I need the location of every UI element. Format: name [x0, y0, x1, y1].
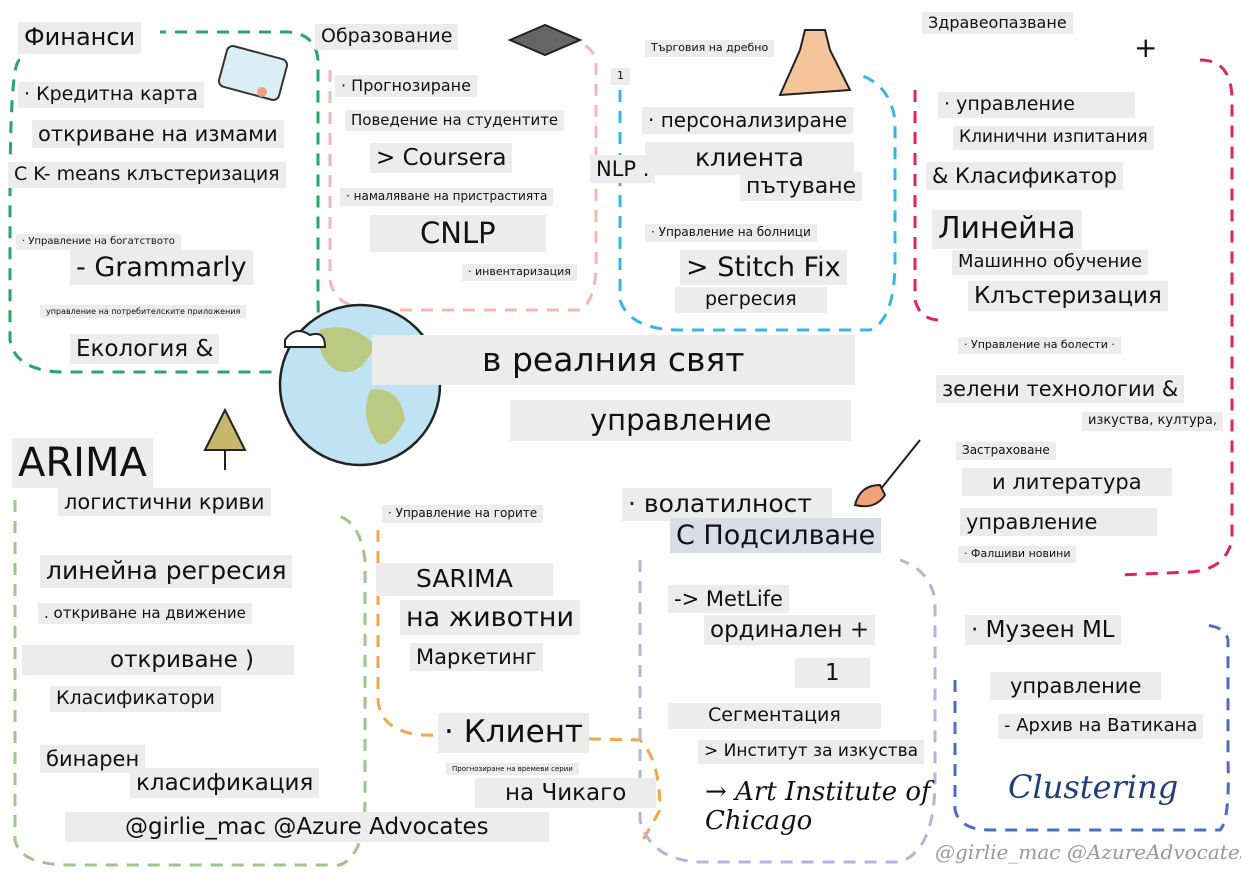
- label: · волатилност: [622, 488, 832, 521]
- main-subtitle: управление: [510, 400, 852, 442]
- label: линейна регресия: [40, 555, 293, 588]
- label: откриване ): [22, 645, 295, 676]
- label: изкуства, култура,: [1082, 412, 1223, 431]
- category-finance: Финанси: [18, 22, 142, 54]
- label: SARIMA: [376, 563, 553, 596]
- label: · персонализиране: [642, 107, 854, 134]
- label: на Чикаго: [475, 778, 657, 809]
- label: регресия: [675, 287, 827, 313]
- label: Машинно обучение: [952, 250, 1149, 275]
- art-institute-handwriting: → Art Institute of Chicago: [705, 777, 931, 836]
- label: Сегментация: [668, 703, 881, 729]
- label: · Управление на болници: [645, 224, 817, 242]
- label: > Институт за изкуства: [698, 740, 925, 764]
- category-education: Образование: [315, 24, 459, 50]
- label: - Grammarly: [70, 250, 253, 286]
- label: · Кредитна карта: [18, 82, 204, 108]
- label: на животни: [400, 600, 581, 636]
- label: - Архив на Ватикана: [998, 714, 1204, 739]
- label: Клинични изпитания: [953, 126, 1154, 150]
- label: · Управление на горите: [382, 505, 544, 523]
- label: бинарен: [40, 745, 146, 774]
- label: 1: [611, 68, 630, 85]
- label: NLP .: [590, 155, 656, 184]
- label: Клъстеризация: [968, 281, 1168, 312]
- globe-icon: [278, 303, 442, 467]
- label: CNLP: [370, 215, 546, 253]
- label: · Клиент: [438, 713, 590, 753]
- label: ординален +: [704, 615, 876, 646]
- category-health: Здравеопазване: [922, 12, 1073, 35]
- label: С Подсилване: [670, 518, 882, 554]
- label: · Управление на болести ·: [958, 337, 1121, 354]
- label: 1: [795, 658, 870, 689]
- plus-icon: +: [1134, 31, 1158, 64]
- label: Маркетинг: [410, 643, 543, 672]
- bottom-right-region: [953, 623, 1230, 832]
- label: · инвентаризация: [462, 264, 577, 281]
- label: Поведение на студентите: [345, 110, 565, 132]
- bottom-left-region: [13, 500, 367, 867]
- label: · Управление на богатството: [16, 234, 181, 250]
- label: С K- means клъстеризация: [8, 162, 286, 188]
- label: зелени технологии &: [936, 375, 1185, 404]
- label: логистични криви: [58, 488, 271, 517]
- label: · Музеен ML: [965, 615, 1121, 646]
- label: Прогнозиране на времеви серии: [446, 763, 579, 776]
- label: управление: [960, 508, 1158, 537]
- brush-icon: [853, 439, 921, 508]
- clustering-handwriting: Clustering: [1008, 768, 1179, 806]
- author-credit: @girlie_mac @AzureAdvocates: [935, 840, 1241, 864]
- label: > Coursera: [370, 143, 513, 174]
- label: · управление: [938, 92, 1135, 118]
- education-region: [328, 38, 598, 312]
- label: · Фалшиви новини: [958, 546, 1077, 563]
- health-region: [913, 58, 1234, 577]
- finance-region: [8, 30, 320, 374]
- label: Линейна: [932, 210, 1082, 249]
- label: клиента: [645, 142, 854, 175]
- label: & Класификатор: [926, 162, 1124, 191]
- label: ARIMA: [12, 438, 153, 488]
- credit-card-icon: [217, 45, 289, 101]
- label: Класификатори: [50, 686, 221, 712]
- credit-label: @girlie_mac @Azure Advocates: [65, 812, 549, 843]
- label: Застраховане: [956, 442, 1056, 460]
- main-title: в реалния свят: [372, 335, 855, 385]
- label: пътуване: [740, 172, 863, 202]
- dress-icon: [778, 29, 852, 97]
- label: управление: [990, 672, 1162, 701]
- label: > Stitch Fix: [680, 250, 847, 286]
- tree-icon: [203, 407, 247, 470]
- label: откриване на измами: [32, 120, 284, 149]
- label: и литература: [962, 468, 1172, 497]
- graduation-cap-icon: [507, 23, 583, 57]
- category-retail: Търговия на дребно: [645, 40, 775, 57]
- label: класификация: [130, 768, 320, 799]
- label: . откриване на движение: [38, 603, 252, 625]
- label: Екология &: [70, 334, 220, 365]
- retail-region: [618, 73, 897, 332]
- label: управление на потребителските приложения: [40, 305, 247, 319]
- label: · намаляване на пристрастията: [340, 188, 554, 206]
- label: -> MetLife: [668, 585, 789, 614]
- label: · Прогнозиране: [335, 75, 477, 98]
